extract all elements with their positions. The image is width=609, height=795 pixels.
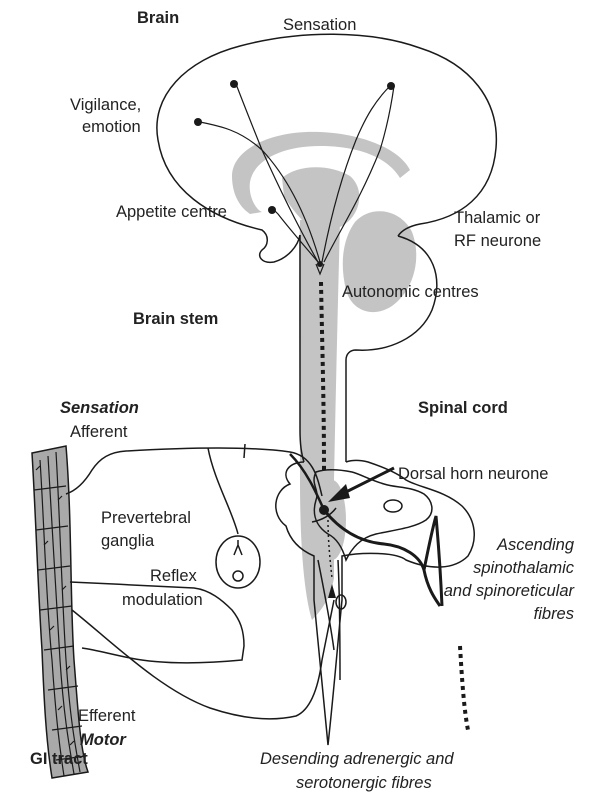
peripheral-nerves	[66, 444, 334, 719]
ganglion-cell	[233, 571, 243, 581]
ganglia-label: ganglia	[101, 532, 154, 551]
rf-neurone-label: RF neurone	[454, 232, 541, 251]
appetite-centre-label: Appetite centre	[116, 203, 227, 222]
descending-label-2: serotonergic fibres	[296, 774, 432, 793]
gi-tract	[32, 446, 88, 778]
modulation-label: modulation	[122, 591, 203, 610]
ascending-label-3: and spinoreticular	[444, 582, 574, 601]
sensation-top-label: Sensation	[283, 16, 356, 35]
thalamic-label: Thalamic or	[454, 209, 540, 228]
motor-label: Motor	[80, 731, 126, 750]
descending-label-1: Desending adrenergic and	[260, 750, 454, 769]
brain-stem-label: Brain stem	[133, 310, 218, 329]
dorsal-root-ganglion-right	[384, 500, 402, 512]
vigilance-label: Vigilance,	[70, 96, 141, 115]
afferent-tick	[244, 444, 245, 458]
prevertebral-label: Prevertebral	[101, 509, 191, 528]
vigilance-neurone	[194, 118, 202, 126]
efferent-label: Efferent	[78, 707, 135, 726]
ascending-label-1: Ascending	[497, 536, 574, 555]
thalamic-neurone	[317, 261, 323, 267]
autonomic-centres-label: Autonomic centres	[342, 283, 479, 302]
dorsal-horn-neurone	[319, 505, 329, 515]
brainstem-grey	[299, 220, 340, 620]
ascending-label-4: fibres	[534, 605, 574, 624]
efferent-nerve	[72, 600, 334, 719]
spinal-cord-label: Spinal cord	[418, 399, 508, 418]
descending-fibres-dashed	[460, 646, 468, 730]
brain-label: Brain	[137, 9, 179, 28]
gi-tract-tube	[32, 446, 88, 778]
ganglion-branch	[208, 448, 238, 534]
ascending-label-2: spinothalamic	[473, 559, 574, 578]
brain-grey-regions	[232, 132, 416, 620]
appetite-neurone	[268, 206, 276, 214]
afferent-label: Afferent	[70, 423, 127, 442]
sensation-neurone-right	[387, 82, 395, 90]
reflex-label: Reflex	[150, 567, 197, 586]
emotion-label: emotion	[82, 118, 141, 137]
dorsal-horn-neurone-label: Dorsal horn neurone	[398, 465, 548, 484]
sensation-neurone-left	[230, 80, 238, 88]
sensation-side-label: Sensation	[60, 399, 139, 418]
gi-tract-label: GI tract	[30, 750, 88, 769]
ganglion-symbol	[234, 540, 242, 555]
